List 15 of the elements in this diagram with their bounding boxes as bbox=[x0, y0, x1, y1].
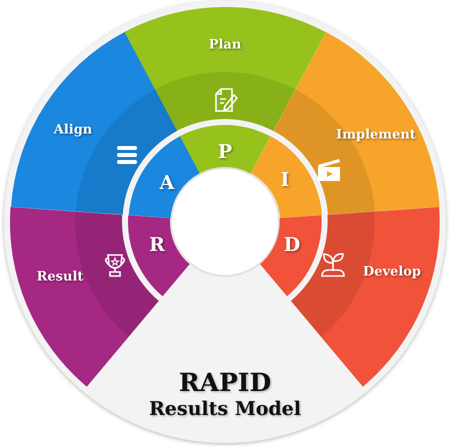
segment-letter: R bbox=[149, 234, 165, 256]
wheel-segment bbox=[124, 7, 326, 174]
wheel-segment bbox=[10, 32, 200, 218]
wheel-segment bbox=[250, 32, 440, 218]
segment-letter: I bbox=[280, 168, 290, 191]
segment-title: Align bbox=[54, 122, 92, 138]
segment-letter: A bbox=[160, 172, 174, 194]
segment-letter: P bbox=[218, 141, 232, 163]
segment-letter: D bbox=[284, 234, 300, 256]
segment-title: Result bbox=[36, 269, 84, 284]
segment-title: Implement bbox=[336, 127, 416, 142]
diagram-subtitle: Results Model bbox=[148, 398, 302, 420]
segment-title: Develop bbox=[362, 264, 422, 280]
diagram-title: RAPID bbox=[178, 368, 272, 397]
segment-title: Plan bbox=[208, 38, 242, 52]
